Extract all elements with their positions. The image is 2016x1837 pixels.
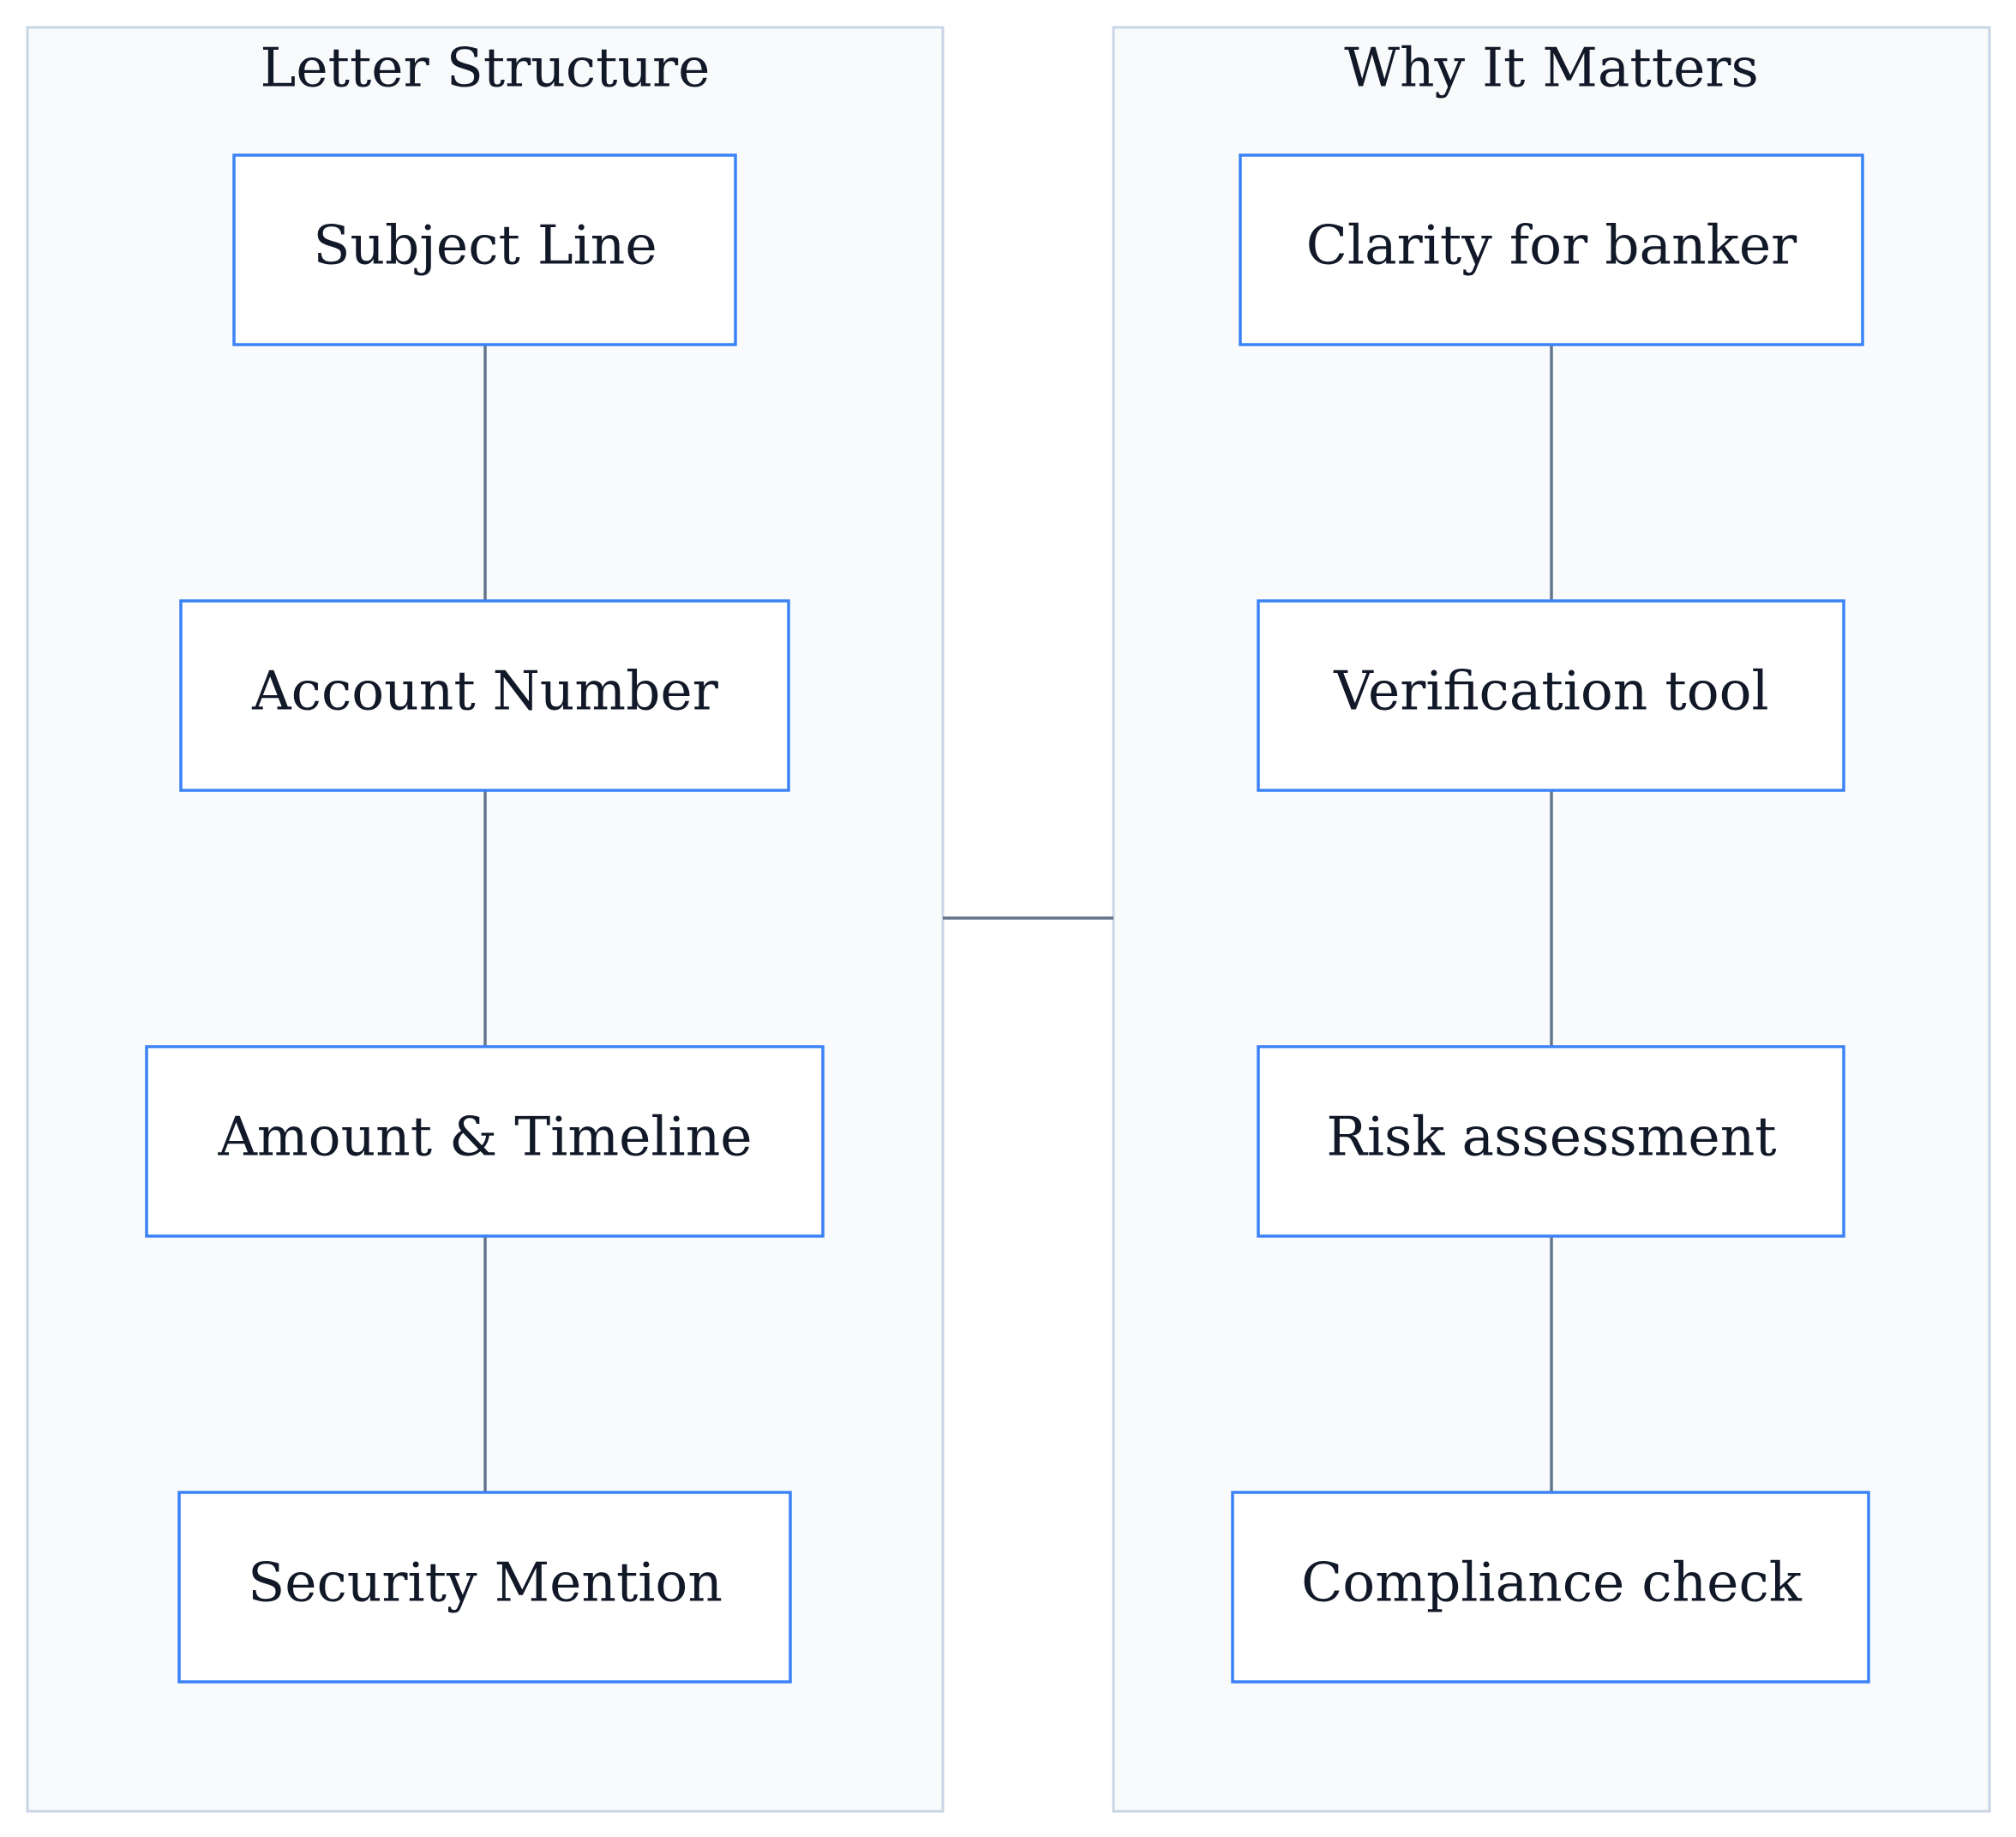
node-security-mention-label: Security Mention (248, 1552, 723, 1614)
node-account-number-label: Account Number (251, 660, 719, 723)
node-clarity-for-banker-label: Clarity for banker (1306, 214, 1797, 277)
cluster-why-it-matters-title: Why It Matters (1344, 37, 1759, 99)
node-compliance-check[interactable]: Compliance check (1231, 1491, 1870, 1684)
node-clarity-for-banker[interactable]: Clarity for banker (1239, 153, 1864, 346)
edges (483, 345, 1553, 1492)
node-risk-assessment[interactable]: Risk assessment (1257, 1045, 1845, 1238)
node-amount-timeline-box (145, 1045, 825, 1238)
node-verification-tool[interactable]: Verification tool (1257, 599, 1845, 792)
node-subject-line-label: Subject Line (313, 214, 657, 277)
node-risk-assessment-label: Risk assessment (1326, 1106, 1776, 1168)
node-security-mention-box (177, 1491, 792, 1684)
node-risk-assessment-box (1257, 1045, 1845, 1238)
cluster-letter-structure-title: Letter Structure (261, 37, 711, 99)
node-verification-tool-label: Verification tool (1333, 660, 1768, 723)
node-amount-timeline[interactable]: Amount & Timeline (145, 1045, 825, 1238)
node-account-number[interactable]: Account Number (179, 599, 790, 792)
node-amount-timeline-label: Amount & Timeline (217, 1106, 752, 1168)
node-account-number-box (179, 599, 790, 792)
node-clarity-for-banker-box (1239, 153, 1864, 346)
node-subject-line[interactable]: Subject Line (232, 153, 737, 346)
node-compliance-check-box (1231, 1491, 1870, 1684)
node-compliance-check-label: Compliance check (1301, 1552, 1803, 1614)
node-subject-line-box (232, 153, 737, 346)
node-verification-tool-box (1257, 599, 1845, 792)
node-security-mention[interactable]: Security Mention (177, 1491, 792, 1684)
